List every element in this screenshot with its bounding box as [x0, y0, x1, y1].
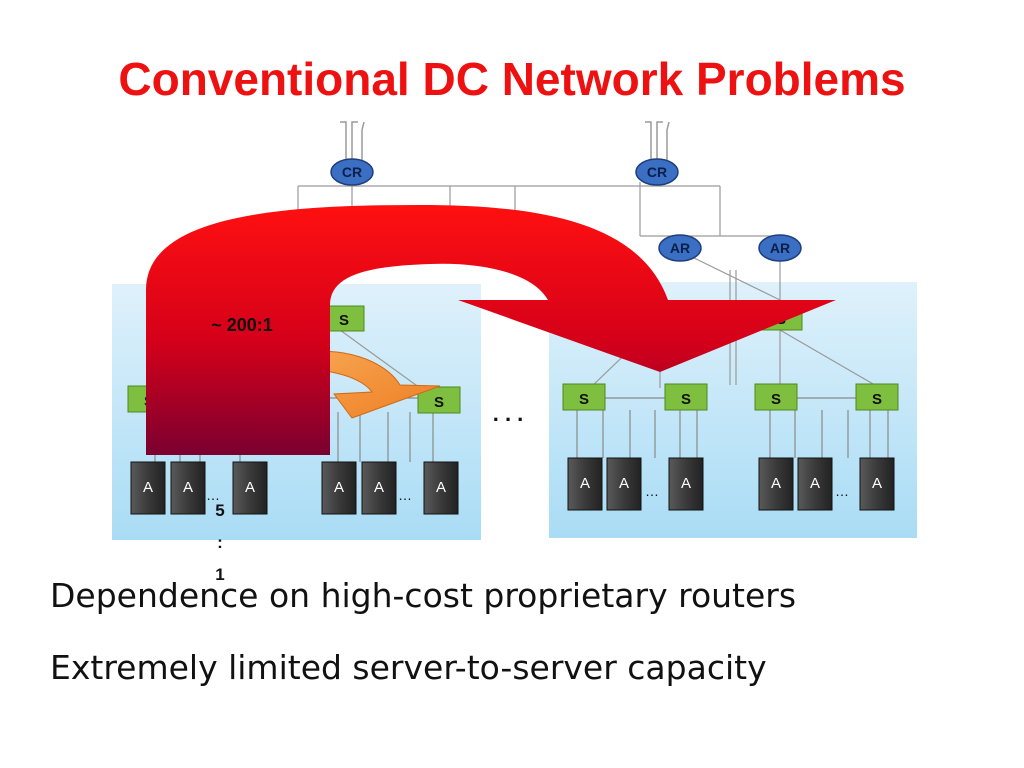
oversubscription-small-line-1: 5	[215, 501, 224, 520]
server-ellipsis: …	[398, 487, 412, 503]
server-label: A	[872, 475, 882, 492]
core-router-left-label: CR	[342, 164, 362, 180]
oversubscription-small-label: 5 : 1	[215, 501, 224, 584]
server: A	[130, 461, 166, 515]
server-label: A	[374, 479, 384, 496]
tor-switch-right-2: S	[664, 383, 708, 411]
access-router-1-label: AR	[670, 240, 690, 256]
oversubscription-small-line-3: 1	[215, 565, 224, 584]
bullet-router-cost: Dependence on high-cost proprietary rout…	[50, 576, 797, 615]
core-router-right-label: CR	[647, 164, 667, 180]
core-router-right: CR	[635, 158, 679, 186]
server: A	[232, 461, 268, 515]
server-ellipsis: …	[206, 487, 220, 503]
server-label: A	[619, 475, 629, 492]
big-oversubscription-arrow	[146, 205, 836, 455]
server: A	[567, 457, 603, 511]
tor-switch-right-4: S	[855, 383, 899, 411]
server: A	[606, 457, 642, 511]
server-label: A	[810, 475, 820, 492]
server: A	[797, 457, 833, 511]
pods-ellipsis: . . .	[493, 401, 524, 426]
bullet-server-capacity: Extremely limited server-to-server capac…	[50, 648, 767, 687]
server-ellipsis: …	[835, 483, 849, 499]
tor-switch-right-3-label: S	[771, 391, 781, 408]
oversubscription-large-label: ~ 200:1	[211, 315, 273, 335]
tor-switch-right-2-label: S	[681, 391, 691, 408]
access-router-2: AR	[758, 234, 802, 262]
tor-switch-right-4-label: S	[872, 391, 882, 408]
server: A	[321, 461, 357, 515]
server: A	[859, 457, 895, 511]
core-router-left: CR	[330, 158, 374, 186]
server-label: A	[334, 479, 344, 496]
agg-switch-left-label: S	[339, 312, 349, 329]
server: A	[668, 457, 704, 511]
tor-switch-left-2-label: S	[434, 394, 444, 411]
slide-title: Conventional DC Network Problems	[118, 53, 906, 105]
tor-switch-right-1-label: S	[579, 391, 589, 408]
server: A	[423, 461, 459, 515]
server-label: A	[245, 479, 255, 496]
tor-switch-right-3: S	[754, 383, 798, 411]
tor-switch-right-1: S	[562, 383, 606, 411]
server-label: A	[681, 475, 691, 492]
access-router-2-label: AR	[770, 240, 790, 256]
server-ellipsis: …	[645, 483, 659, 499]
server-label: A	[143, 479, 153, 496]
server: A	[170, 461, 206, 515]
internet-uplinks	[340, 121, 670, 162]
servers-left: A A A A A A … …	[130, 461, 459, 515]
server-label: A	[580, 475, 590, 492]
server: A	[361, 461, 397, 515]
server: A	[758, 457, 794, 511]
server-label: A	[436, 479, 446, 496]
pod-right-links	[576, 397, 889, 458]
server-label: A	[183, 479, 193, 496]
oversubscription-small-line-2: :	[217, 533, 223, 552]
server-label: A	[771, 475, 781, 492]
servers-right: A A A A A A … …	[567, 457, 895, 511]
access-router-1: AR	[658, 234, 702, 262]
